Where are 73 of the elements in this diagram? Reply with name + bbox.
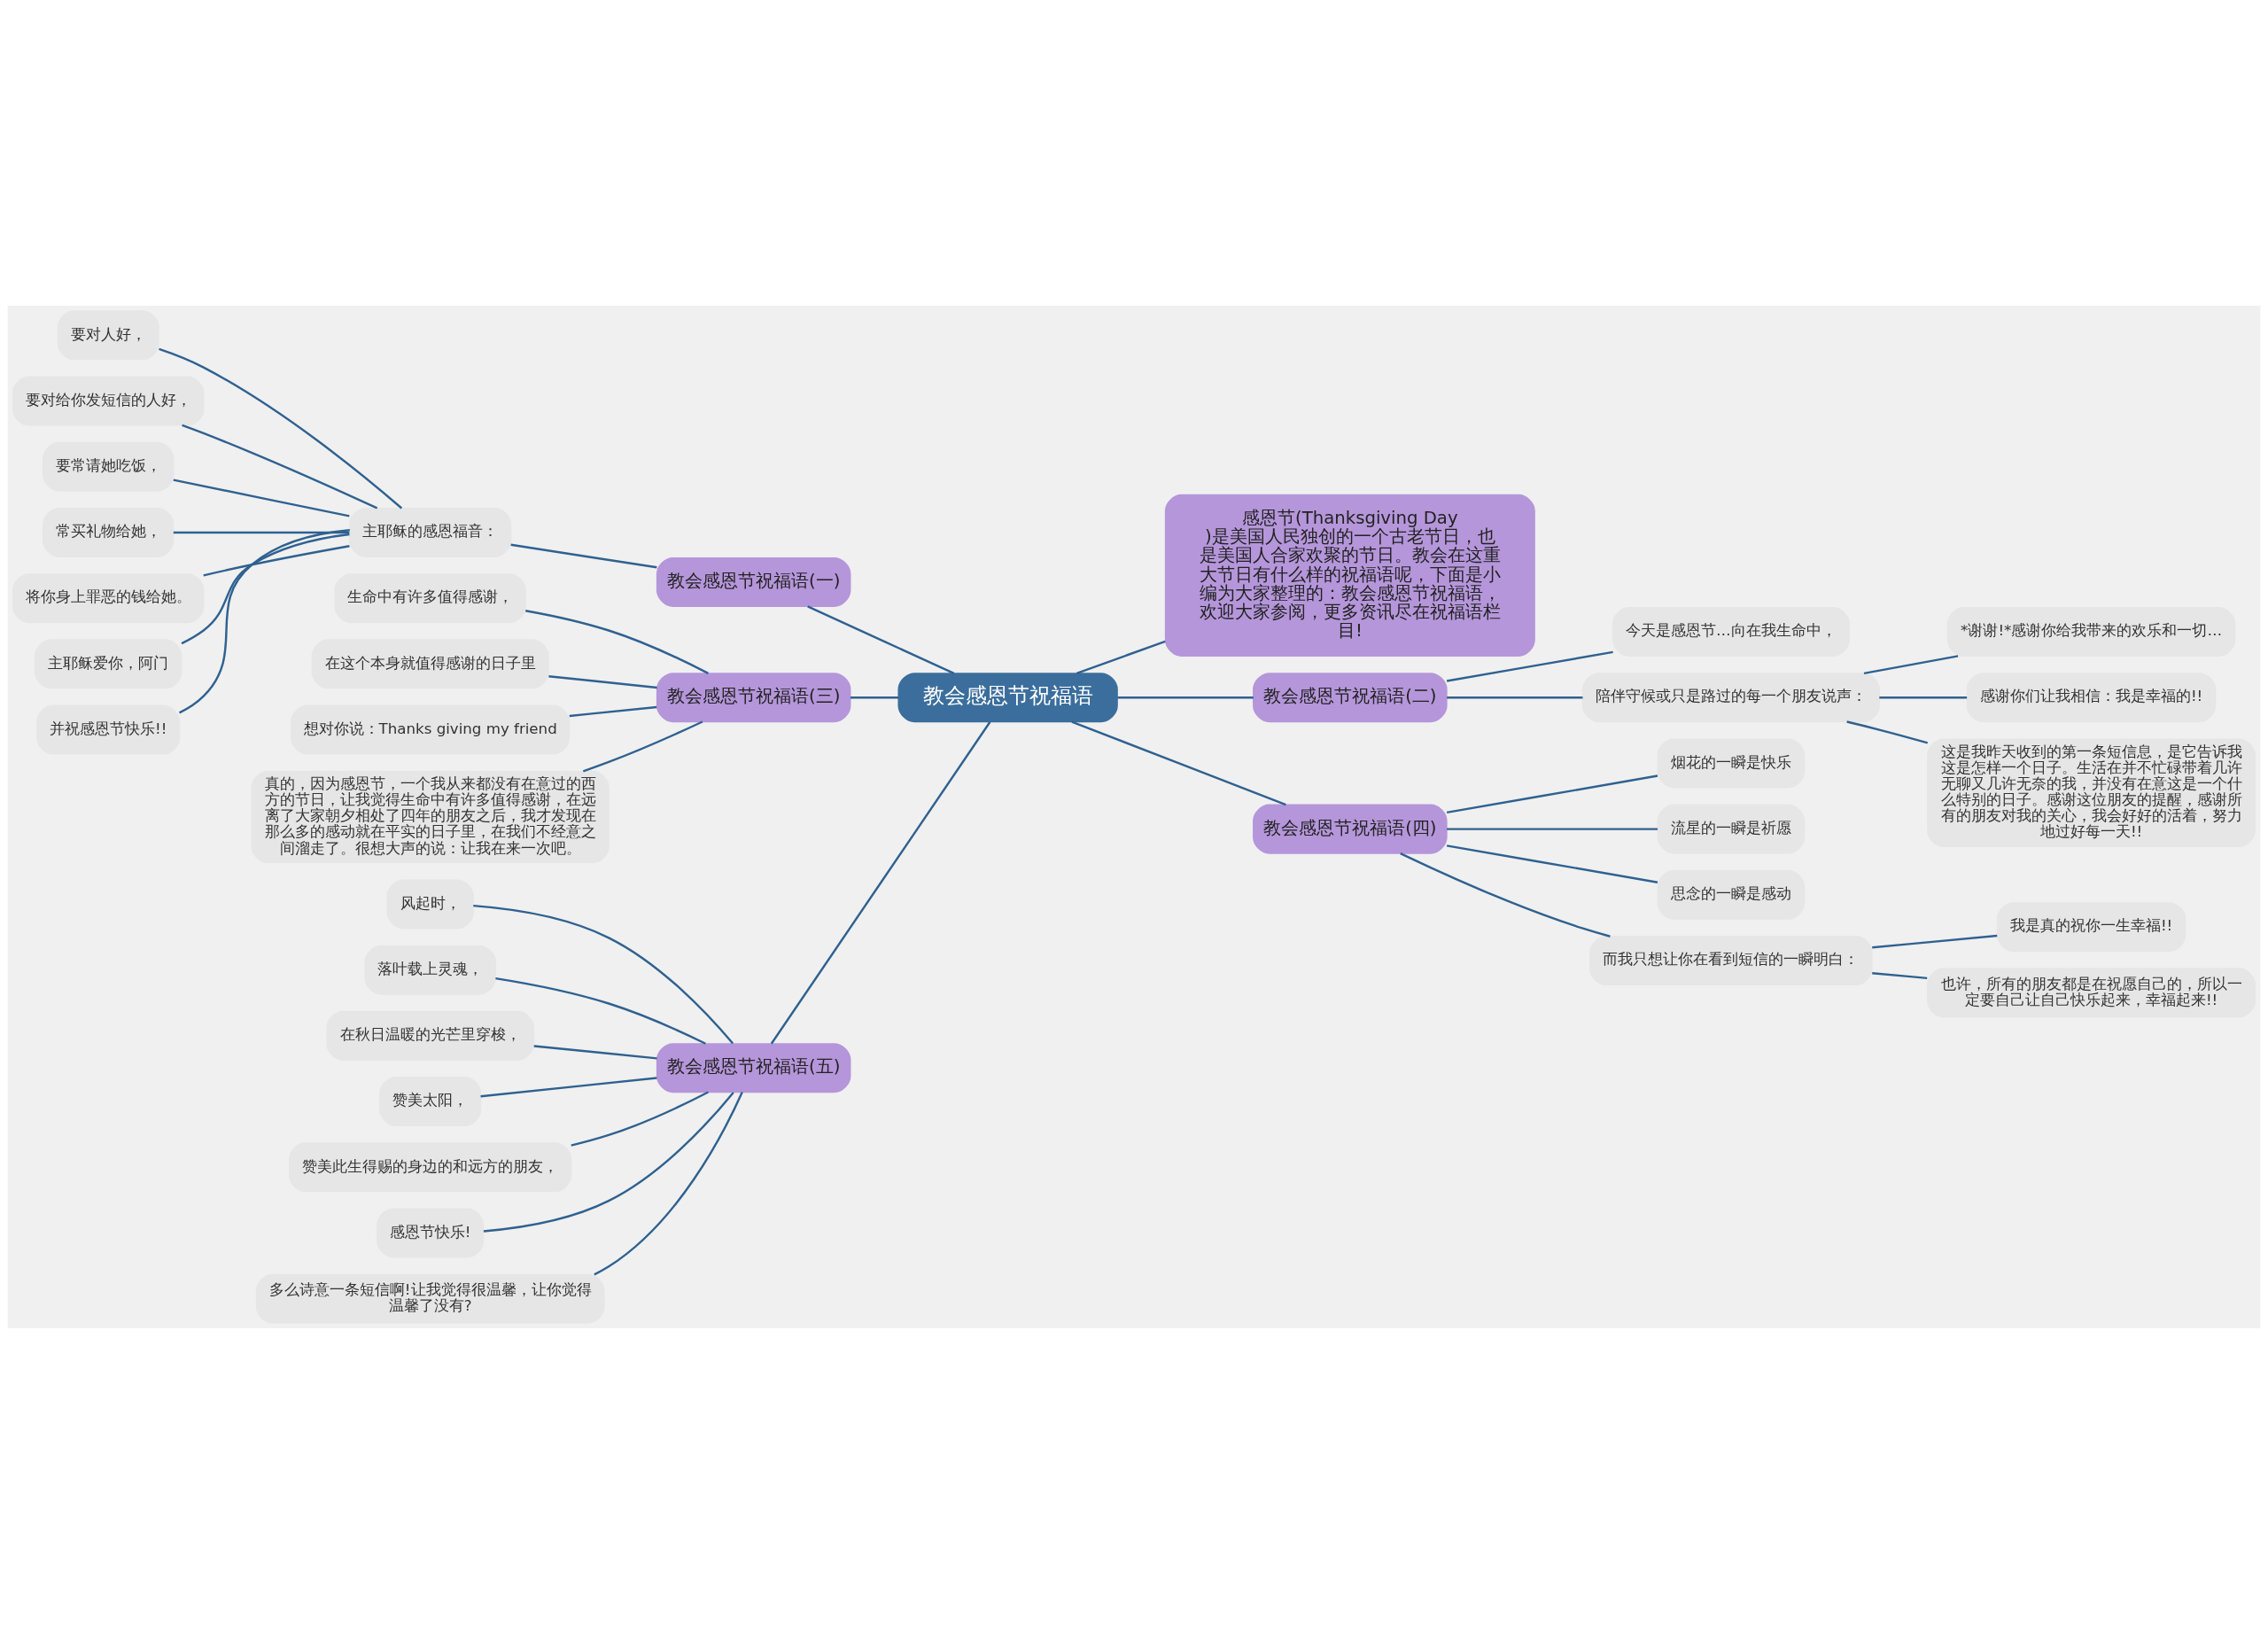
connector [1447, 696, 1583, 699]
node-box: 要对给你发短信的人好， [12, 376, 205, 426]
node-box: 教会感恩节祝福语(三) [656, 673, 851, 723]
node-box: 赞美太阳， [379, 1077, 482, 1127]
connector [181, 533, 350, 645]
connector [510, 543, 657, 569]
node-box: 想对你说：Thanks giving my friend [291, 704, 571, 755]
connector [1076, 640, 1166, 674]
connector [173, 479, 350, 517]
connector [1447, 828, 1658, 830]
connector [473, 904, 734, 1045]
node-box: 多么诗意一条短信啊!让我觉得很温馨，让你觉得温馨了没有? [255, 1273, 605, 1324]
connector [1872, 934, 1998, 949]
connector [1872, 972, 1928, 980]
connector [569, 705, 657, 718]
node-box: 赞美此生得赐的身边的和远方的朋友， [288, 1142, 572, 1193]
node-box: 在这个本身就值得感谢的日子里 [311, 639, 549, 689]
connector [850, 696, 899, 699]
node-box: 风起时， [386, 879, 474, 930]
connector [582, 720, 703, 773]
connector [203, 545, 350, 577]
connector [594, 1092, 743, 1276]
connector [483, 1092, 734, 1233]
node-box: 感恩节(Thanksgiving Day)是美国人民独创的一个古老节日，也是美国人合家欢聚的节日。教会在这重大节日有什么样的祝福语呢，下面是小编为大家整理的：教会感恩节祝福语，欢迎大家参阅，更多资讯尽在祝福语栏目! [1164, 494, 1535, 657]
connector [1863, 655, 1959, 675]
connector [1400, 852, 1611, 938]
connector [182, 424, 378, 510]
connector [1846, 720, 1929, 744]
node-box: 常买礼物给她， [43, 507, 175, 557]
node-box: 主耶稣的感恩福音： [349, 507, 512, 557]
node-box: 生命中有许多值得感谢， [334, 573, 526, 624]
node-box: 也许，所有的朋友都是在祝愿自己的，所以一定要自己让自己快乐起来，幸福起来!! [1927, 968, 2256, 1018]
node-box: 教会感恩节祝福语(一) [656, 556, 851, 607]
node-box: 烟花的一瞬是快乐 [1657, 738, 1806, 789]
connector [571, 1091, 709, 1147]
connector [1117, 696, 1254, 699]
connector [533, 1045, 657, 1060]
node-box: *谢谢!*感谢你给我带来的欢乐和一切… [1946, 607, 2236, 657]
connector [548, 674, 657, 689]
node-box: 陪伴守候或只是路过的每一个朋友说声： [1581, 673, 1881, 723]
connector [1446, 844, 1658, 883]
connector [173, 531, 350, 534]
node-box: 这是我昨天收到的第一条短信息，是它告诉我这是怎样一个日子。生活在并不忙碌带着几许无聊又几许无奈的我，并没有在意这是一个什么特别的日子。感谢这位朋友的提醒，感谢所有的朋友对我的关心，我会好好的活着，努力地过好每一天!! [1927, 738, 2256, 848]
node-box: 将你身上罪恶的钱给她。 [12, 573, 205, 624]
node-box: 流星的一瞬是祈愿 [1657, 804, 1806, 854]
node-box: 今天是感恩节…向在我生命中， [1612, 607, 1850, 657]
node-box: 教会感恩节祝福语(五) [656, 1043, 851, 1093]
node-box: 要对人好， [57, 310, 159, 361]
node-box: 在秋日温暖的光芒里穿梭， [326, 1010, 535, 1061]
connector [807, 605, 955, 675]
connector [495, 977, 706, 1045]
connector [159, 347, 403, 510]
node-box: 教会感恩节祝福语(四) [1253, 804, 1448, 854]
node-box: 要常请她吃饭， [43, 441, 175, 492]
node-box: 真的，因为感恩节，一个我从来都没有在意过的西方的节日，让我觉得生命中有许多值得感谢，在远离了大家朝夕相处了四年的朋友之后，我才发现在那么多的感动就在平实的日子里，在我们不经意之间溜走了。很想大声的说：让我在来一次吧。 [251, 770, 610, 864]
node-box: 教会感恩节祝福语 [897, 673, 1118, 723]
node-box: 教会感恩节祝福语(二) [1253, 673, 1448, 723]
connector [770, 721, 991, 1045]
connector [178, 529, 350, 714]
node-box: 我是真的祝你一生幸福!! [1996, 902, 2186, 953]
connector [1446, 774, 1658, 814]
node-box: 感恩节快乐! [377, 1208, 485, 1258]
connector [1071, 720, 1286, 806]
node-box: 并祝感恩节快乐!! [36, 704, 181, 755]
connector [480, 1077, 657, 1098]
node-box: 感谢你们让我相信：我是幸福的!! [1966, 673, 2217, 723]
node-box: 主耶稣爱你，阿门 [34, 639, 183, 689]
connector [1879, 696, 1968, 699]
node-box: 落叶载上灵魂， [364, 945, 496, 995]
node-box: 思念的一瞬是感动 [1657, 869, 1806, 920]
connector [525, 610, 709, 674]
connector [1446, 650, 1613, 682]
node-box: 而我只想让你在看到短信的一瞬明白： [1589, 936, 1873, 986]
